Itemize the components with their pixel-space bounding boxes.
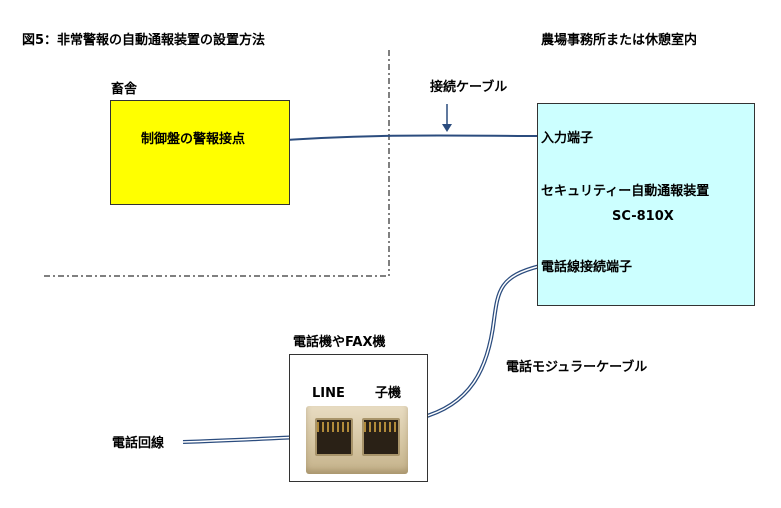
cable-arrow-head <box>442 124 452 132</box>
jack-child-label: 子機 <box>375 386 402 401</box>
security-device-box <box>537 103 755 306</box>
phone-box-label: 電話機やFAX機 <box>293 335 386 350</box>
child-port <box>362 418 400 456</box>
control-panel-label: 制御盤の警報接点 <box>141 132 246 147</box>
connection-cable <box>271 134 541 142</box>
device-name: セキュリティー自動通報装置 <box>541 184 710 199</box>
modular-jack-block <box>306 406 408 474</box>
control-panel-box <box>110 100 290 205</box>
device-phone-terminal: 電話線接続端子 <box>541 260 633 275</box>
device-model: SC-810X <box>612 209 674 224</box>
room-label: 農場事務所または休憩室内 <box>541 33 698 48</box>
jack-line-label: LINE <box>312 386 345 401</box>
device-input-terminal: 入力端子 <box>541 131 594 146</box>
phone-line-label: 電話回線 <box>112 436 165 451</box>
modular-cable-label: 電話モジュラーケーブル <box>506 360 648 375</box>
figure-title: 図5：非常警報の自動通報装置の設置方法 <box>22 33 266 48</box>
barn-label: 畜舎 <box>111 82 138 97</box>
connection-cable-label: 接続ケーブル <box>430 80 508 95</box>
line-port <box>315 418 353 456</box>
